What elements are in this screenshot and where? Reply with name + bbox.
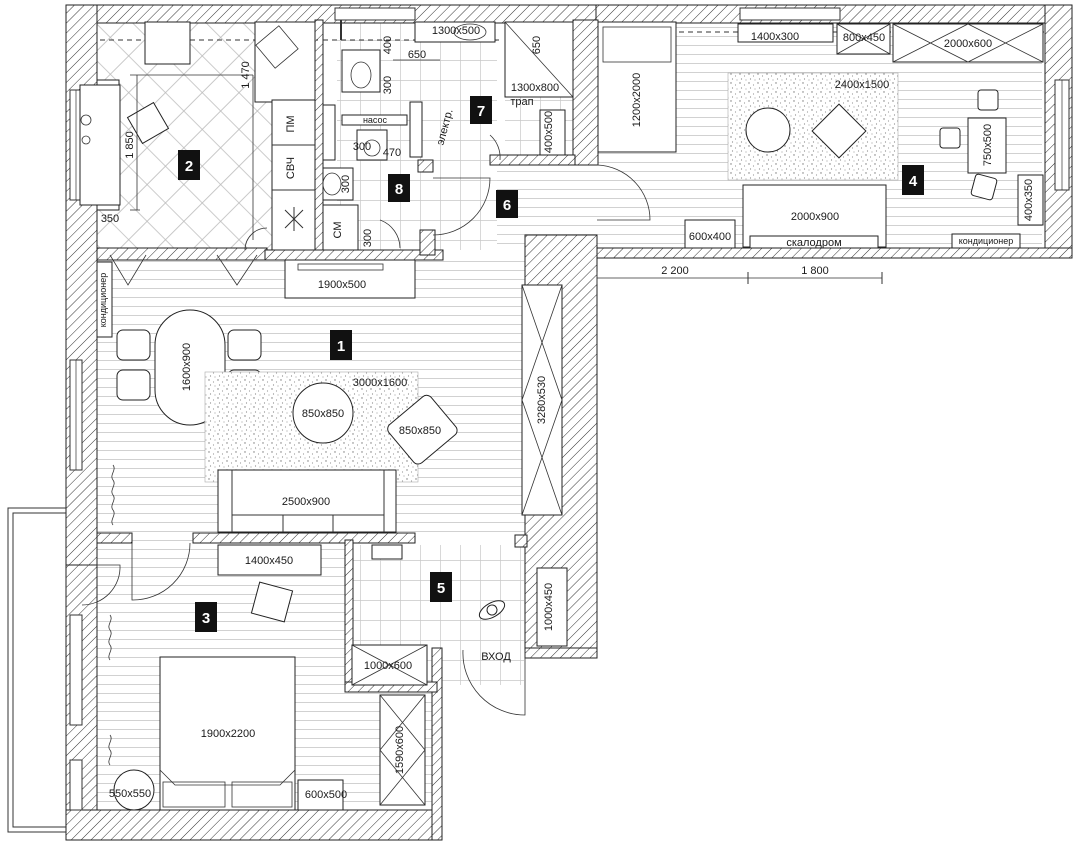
room-6-marker (496, 190, 518, 218)
bedroom-3: 1400x450 1900x2200 550x550 600x500 1590x… (81, 542, 426, 811)
nightstand (297, 779, 344, 811)
dim-350: 350 (101, 213, 119, 225)
washing-machine (322, 204, 359, 251)
room-6-number: 6 (503, 197, 511, 214)
microwave-label: СВЧ (285, 157, 297, 179)
dim-1800: 1 800 (801, 265, 829, 277)
room-5-number: 5 (437, 580, 445, 597)
room-2-number: 2 (185, 158, 193, 175)
box-label: 600x400 (689, 231, 731, 243)
round-table (113, 769, 155, 811)
sofa (217, 469, 397, 533)
dishwasher-label: ПМ (285, 115, 297, 132)
living-wardrobe-label: 3280x530 (536, 376, 548, 424)
bed (159, 656, 296, 811)
side-label: 400x350 (1023, 179, 1035, 221)
coffee-table (292, 382, 354, 444)
living-rug-label: 3000x1600 (353, 377, 407, 389)
bed-label: 1900x2200 (201, 728, 255, 740)
kitchen-island (284, 259, 416, 299)
dim-2200: 2 200 (661, 265, 689, 277)
corridor: 6 (432, 164, 651, 236)
room-3-marker (195, 602, 217, 632)
dim-650: 650 (408, 49, 426, 61)
bathrooms: 1300x500 650 400 300 насос 300 470 элект… (322, 20, 574, 251)
room-7-marker (470, 96, 492, 124)
bench-label: 1400x450 (245, 555, 293, 567)
outer-dimensions: 2 200 1 800 (596, 265, 883, 284)
desk (967, 117, 1007, 174)
hall-cabinet (536, 567, 568, 647)
climbing-wall-label: скалодром (786, 237, 841, 249)
windows (7, 7, 1070, 833)
ac-right-label: кондиционер (959, 236, 1013, 246)
room-4-marker (902, 165, 924, 195)
room-8-number: 8 (395, 181, 403, 198)
shower-label: 1300x800 (511, 82, 559, 94)
kitchen: ПМ СВЧ 1 470 1 850 350 2 (79, 21, 318, 251)
cooktop-icon (284, 207, 304, 231)
pump-label: насос (363, 115, 388, 125)
bed4-wardrobe-label: 2000x600 (944, 38, 992, 50)
dim-300d: 300 (362, 229, 374, 247)
room-7-number: 7 (477, 103, 485, 120)
shelf1-label: 1400x300 (751, 31, 799, 43)
bed3-wardrobe-label: 1590x600 (394, 726, 406, 774)
bench (217, 544, 322, 576)
dim-470: 470 (383, 147, 401, 159)
bedroom-4: 1200x2000 1400x300 800x450 2000x600 2400… (597, 21, 1045, 249)
island-label: 1900x500 (318, 279, 366, 291)
dim-300b: 300 (353, 141, 371, 153)
room-3-number: 3 (202, 610, 210, 627)
toilet (341, 49, 381, 93)
nightstand-label: 600x500 (305, 789, 347, 801)
bed4-rug-label: 2400x1500 (835, 79, 889, 91)
living-room: 1900x500 кондиционер 1600x900 3000x1600 … (96, 254, 563, 533)
round-table-label: 550x550 (109, 788, 151, 800)
room-8-marker (388, 174, 410, 202)
washer-label: СМ (332, 222, 344, 239)
sink-cabinet (254, 21, 316, 103)
dim-400: 400 (382, 36, 394, 54)
drain-label: трап (510, 96, 533, 108)
office-chair (126, 101, 170, 145)
dim-shower-650: 650 (531, 36, 543, 54)
coffee-table-label: 850x850 (302, 408, 344, 420)
shelf2-label: 800x450 (843, 32, 885, 44)
sink (356, 129, 388, 161)
room-2-marker (178, 150, 200, 180)
bath-tub (414, 21, 496, 43)
bed-4 (597, 21, 677, 153)
ac-left-label: кондиционер (98, 273, 108, 327)
armchair-label: 850x850 (399, 425, 441, 437)
dim-300c: 300 (340, 175, 352, 193)
dim-1850: 1 850 (124, 131, 136, 159)
hall-cabinet-label: 1000x450 (543, 583, 555, 631)
dim-300a: 300 (382, 76, 394, 94)
room-4-number: 4 (909, 173, 918, 190)
hall-shelf-label: 1000x600 (364, 660, 412, 672)
entrance-label: ВХОД (481, 651, 511, 663)
bath-box-label: 400x500 (543, 111, 555, 153)
desk-label: 750x500 (982, 124, 994, 166)
room-1-number: 1 (337, 338, 345, 355)
sofa-label: 2500x900 (282, 496, 330, 508)
toilet-2 (322, 167, 354, 201)
hall: 1000x600 1000x450 ВХОД 5 (351, 544, 568, 716)
dining-table-label: 1600x900 (181, 343, 193, 391)
person-icon (478, 600, 506, 620)
bath-tub-label: 1300x500 (432, 25, 480, 37)
room-1-marker (330, 330, 352, 360)
bed3-chair (250, 581, 294, 623)
living-wardrobe (521, 284, 563, 516)
bed4-bench-label: 2000x900 (791, 211, 839, 223)
dim-1470: 1 470 (240, 61, 252, 89)
room-5-marker (430, 572, 452, 602)
armchair (387, 394, 458, 465)
bed-4-label: 1200x2000 (631, 73, 643, 127)
